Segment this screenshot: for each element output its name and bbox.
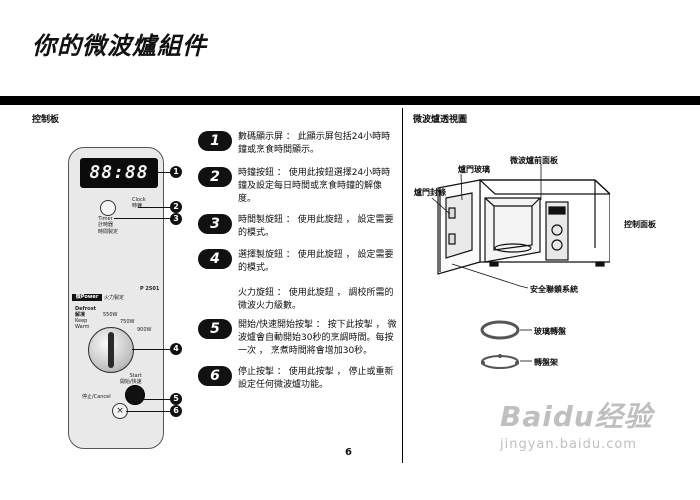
model-label: P 2501 — [140, 286, 160, 292]
start-button — [125, 385, 145, 405]
glass-turntable — [480, 320, 520, 340]
cavity-turntable — [494, 243, 532, 253]
page-title: 你的微波爐組件 — [32, 32, 207, 60]
description-number-3: 3 — [198, 214, 232, 234]
clock-label: Clock 時鐘 — [132, 197, 146, 209]
description-number-4: 4 — [198, 249, 232, 269]
leader-line-5 — [143, 399, 170, 400]
power-label-zh: 火力製定 — [104, 295, 125, 301]
leader-line-4 — [132, 349, 170, 350]
description-number-2: 2 — [198, 167, 232, 187]
control-panel-heading: 控制板 — [32, 115, 60, 125]
label-front-panel: 微波爐前面板 — [510, 156, 558, 165]
timer-label-zh: 時間製定 — [98, 229, 119, 235]
watermark-url: jingyan.baidu.com — [500, 437, 637, 452]
label-safety-lock: 安全聯鎖系統 — [530, 285, 578, 294]
description-text-power: 火力旋鈕 ： 使用此旋鈕 ， 調校所需的微波火力級數。 — [238, 288, 394, 311]
level-900-label: 900W — [137, 327, 152, 333]
description-text-2: 時鐘按鈕 ： 使用此按鈕選擇24小時時鐘及設定每日時間或烹食時鐘的解像度。 — [238, 168, 391, 204]
description-number-1: 1 — [198, 131, 232, 151]
stop-label: 停止/Cancel — [82, 394, 111, 400]
timer-knob — [100, 200, 116, 216]
description-number-6: 6 — [198, 366, 232, 386]
description-number-5: 5 — [198, 319, 232, 339]
watermark-brand: Baidu经验 — [500, 400, 653, 433]
description-text-4: 選擇製旋鈕 ： 使用此旋鈕 ， 設定需要的模式。 — [238, 250, 394, 273]
callout-1: 1 — [170, 166, 182, 178]
leader-line-1 — [158, 172, 170, 173]
digital-display: 88:88 — [80, 158, 158, 188]
label-control-panel: 控制面板 — [624, 220, 656, 229]
timer-label: Timer 計時器 — [98, 216, 114, 228]
microwave-oven-diagram — [431, 164, 610, 369]
knob-grip — [108, 332, 114, 368]
oven-view-heading: 微波爐透視圖 — [413, 115, 468, 125]
callout-4: 4 — [170, 343, 182, 355]
power-knob — [88, 327, 134, 373]
label-door-glass: 爐門玻璃 — [458, 165, 490, 174]
level-750-label: 750W — [120, 319, 135, 325]
callout-6: 6 — [170, 405, 182, 417]
description-text-6: 停止按掣 ： 使用此按掣 ， 停止或重新設定任何微波爐功能。 — [238, 367, 394, 390]
column-divider — [402, 108, 403, 463]
description-text-1: 數碼顯示屏 ： 此顯示屏包括24小時時鐘或烹食時間顯示。 — [238, 132, 391, 155]
callout-5: 5 — [170, 393, 182, 405]
keep-warm-label: Keep Warm — [75, 318, 90, 330]
label-door-seal: 爐門封條 — [414, 188, 446, 197]
leader-line-2 — [138, 207, 170, 208]
baidu-watermark: Baidu经验 jingyan.baidu.com — [500, 395, 653, 452]
start-label: Start 開始/快速 — [120, 373, 142, 385]
leader-line-6 — [126, 411, 170, 412]
label-roller-ring: 轉盤架 — [534, 358, 558, 367]
leader-line-3 — [114, 218, 170, 219]
oven-top-face — [478, 179, 610, 195]
description-text-5: 開始/快速開始按掣 ： 按下此按掣 ， 微波爐會自動開始30秒的烹調時間。每按一… — [238, 320, 397, 356]
description-text-3: 時間製旋鈕 ： 使用此旋鈕 ， 設定需要的模式。 — [238, 215, 394, 238]
header-rule — [0, 96, 700, 105]
level-550-label: 550W — [103, 312, 118, 318]
callout-2: 2 — [170, 201, 182, 213]
page-number: 6 — [345, 447, 352, 458]
label-glass-tray: 玻璃轉盤 — [534, 327, 566, 336]
power-label-bar: 微Power — [72, 294, 102, 301]
callout-3: 3 — [170, 213, 182, 225]
defrost-label: Defrost 解凍 — [75, 306, 96, 318]
